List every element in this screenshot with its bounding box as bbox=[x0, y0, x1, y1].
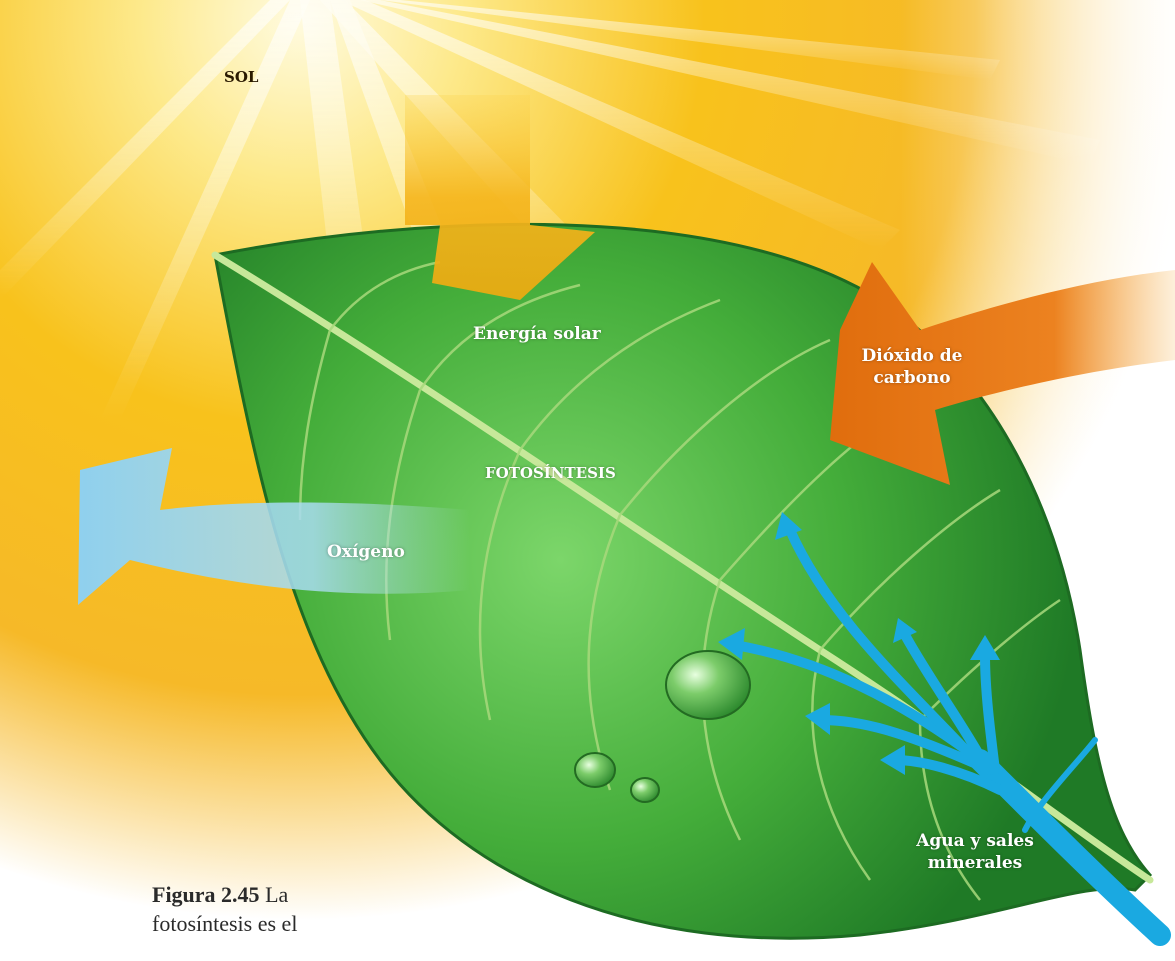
carbon-dioxide-label-line1: Dióxido de bbox=[852, 345, 972, 367]
water-drop-medium bbox=[575, 753, 615, 787]
water-minerals-label: Agua y sales minerales bbox=[905, 830, 1045, 874]
figure-caption: Figura 2.45 La fotosíntesis es el bbox=[152, 880, 297, 938]
sun-label: SOL bbox=[224, 66, 258, 88]
caption-line1: Figura 2.45 La bbox=[152, 880, 297, 909]
caption-line1-rest: La bbox=[260, 882, 289, 907]
water-minerals-label-line2: minerales bbox=[905, 852, 1045, 874]
figure-number: Figura 2.45 bbox=[152, 882, 260, 907]
photosynthesis-label: FOTOSÍNTESIS bbox=[485, 462, 616, 484]
water-drop-large bbox=[666, 651, 750, 719]
oxygen-label: Oxígeno bbox=[327, 541, 405, 563]
carbon-dioxide-label: Dióxido de carbono bbox=[852, 345, 972, 389]
carbon-dioxide-label-line2: carbono bbox=[852, 367, 972, 389]
caption-line2: fotosíntesis es el bbox=[152, 909, 297, 938]
solar-energy-label: Energía solar bbox=[473, 323, 601, 345]
water-drop-small bbox=[631, 778, 659, 802]
water-minerals-label-line1: Agua y sales bbox=[905, 830, 1045, 852]
